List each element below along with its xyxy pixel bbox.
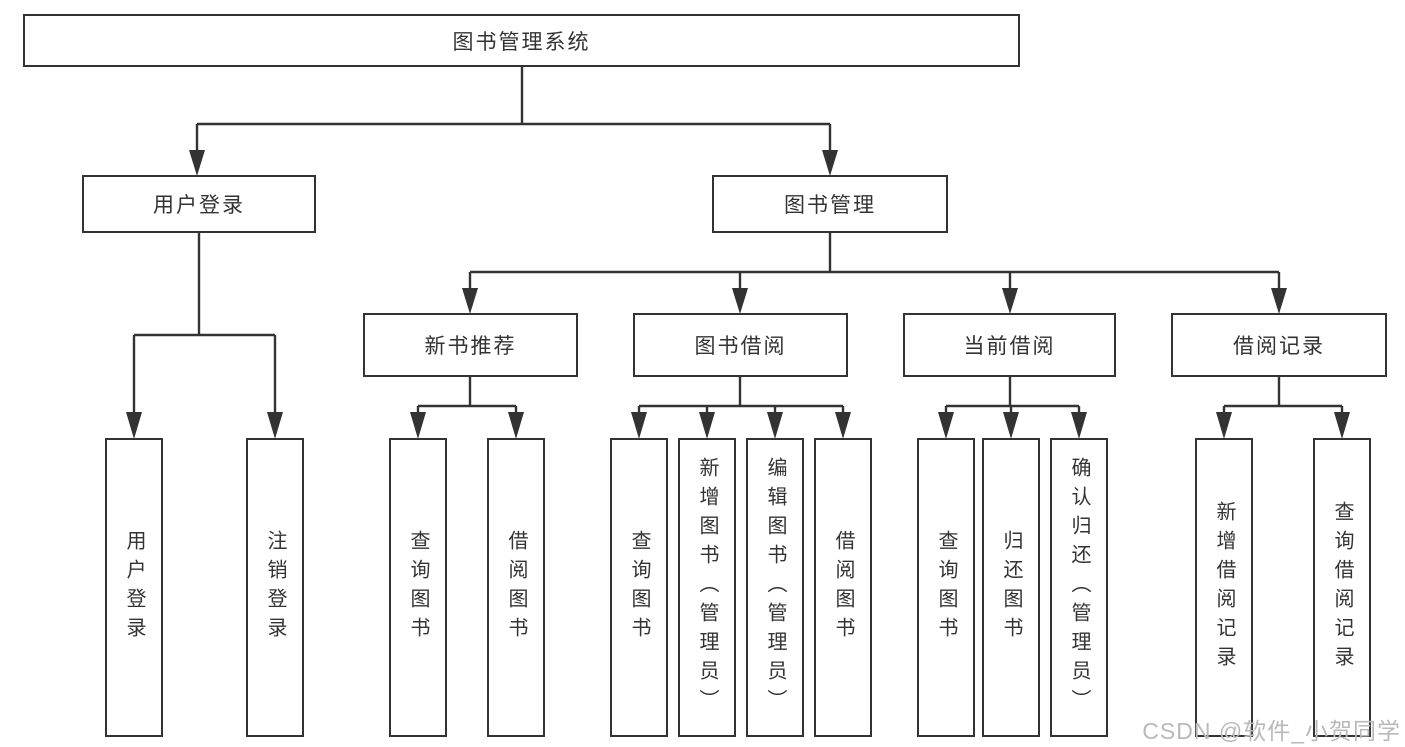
arrowhead-icon <box>699 412 715 439</box>
arrowhead-icon <box>1271 288 1287 314</box>
arrowhead-icon <box>631 412 647 439</box>
leaf-label: 查询图书 <box>407 529 429 646</box>
connector-borrow-records-to-leaves <box>1216 377 1350 439</box>
connector-user-login-to-leaves <box>126 233 283 439</box>
node-root-library-management-system: 图书管理系统 <box>23 14 1020 67</box>
leaf-label: 借阅图书 <box>832 529 854 646</box>
node-user-login: 用户登录 <box>82 175 316 233</box>
node-current-borrow: 当前借阅 <box>903 313 1116 377</box>
arrowhead-icon <box>835 412 851 439</box>
leaf-label: 注销登录 <box>264 529 286 646</box>
arrowhead-icon <box>1216 412 1232 439</box>
csdn-watermark: CSDN @软件_小贺同学 <box>1142 718 1401 744</box>
arrowhead-icon <box>732 288 748 314</box>
node-book-management: 图书管理 <box>712 175 948 233</box>
connector-root-to-level2 <box>189 67 838 176</box>
connector-new-book-recommend-to-leaves <box>410 377 524 439</box>
arrowhead-icon <box>410 412 426 439</box>
leaf-query-books-recommend: 查询图书 <box>389 438 447 737</box>
leaf-label: 查询借阅记录 <box>1331 500 1353 675</box>
arrowhead-icon <box>1071 412 1087 439</box>
arrowhead-icon <box>189 150 205 176</box>
arrowhead-icon <box>462 288 478 314</box>
leaf-borrow-books-recommend: 借阅图书 <box>487 438 545 737</box>
arrowhead-icon <box>267 412 283 439</box>
leaf-logout: 注销登录 <box>246 438 304 737</box>
connector-current-borrow-to-leaves <box>938 377 1087 439</box>
leaf-query-books-current: 查询图书 <box>917 438 975 737</box>
arrowhead-icon <box>1003 412 1019 439</box>
leaf-label: 归还图书 <box>1000 529 1022 646</box>
arrowhead-icon <box>822 150 838 176</box>
arrowhead-icon <box>1334 412 1350 439</box>
leaf-return-books: 归还图书 <box>982 438 1040 737</box>
leaf-label: 用户登录 <box>123 529 145 646</box>
leaf-label: 新增图书（管理员） <box>696 457 718 718</box>
leaf-query-borrow-record: 查询借阅记录 <box>1313 438 1371 737</box>
arrowhead-icon <box>938 412 954 439</box>
arrowhead-icon <box>767 412 783 439</box>
arrowhead-icon <box>1002 288 1018 314</box>
leaf-edit-books-admin: 编辑图书（管理员） <box>746 438 804 737</box>
leaf-user-login: 用户登录 <box>105 438 163 737</box>
connector-book-management-to-level3 <box>462 233 1287 314</box>
leaf-label: 新增借阅记录 <box>1213 500 1235 675</box>
node-borrow-records: 借阅记录 <box>1171 313 1387 377</box>
leaf-label: 确认归还（管理员） <box>1068 457 1090 718</box>
leaf-add-borrow-record: 新增借阅记录 <box>1195 438 1253 737</box>
leaf-label: 查询图书 <box>628 529 650 646</box>
leaf-label: 借阅图书 <box>505 529 527 646</box>
arrowhead-icon <box>126 412 142 439</box>
node-book-borrow: 图书借阅 <box>633 313 848 377</box>
node-new-book-recommend: 新书推荐 <box>363 313 578 377</box>
connector-book-borrow-to-leaves <box>631 377 851 439</box>
leaf-confirm-return-admin: 确认归还（管理员） <box>1050 438 1108 737</box>
arrowhead-icon <box>508 412 524 439</box>
leaf-borrow-books: 借阅图书 <box>814 438 872 737</box>
leaf-label: 编辑图书（管理员） <box>764 457 786 718</box>
leaf-label: 查询图书 <box>935 529 957 646</box>
leaf-add-books-admin: 新增图书（管理员） <box>678 438 736 737</box>
leaf-query-books-borrow: 查询图书 <box>610 438 668 737</box>
